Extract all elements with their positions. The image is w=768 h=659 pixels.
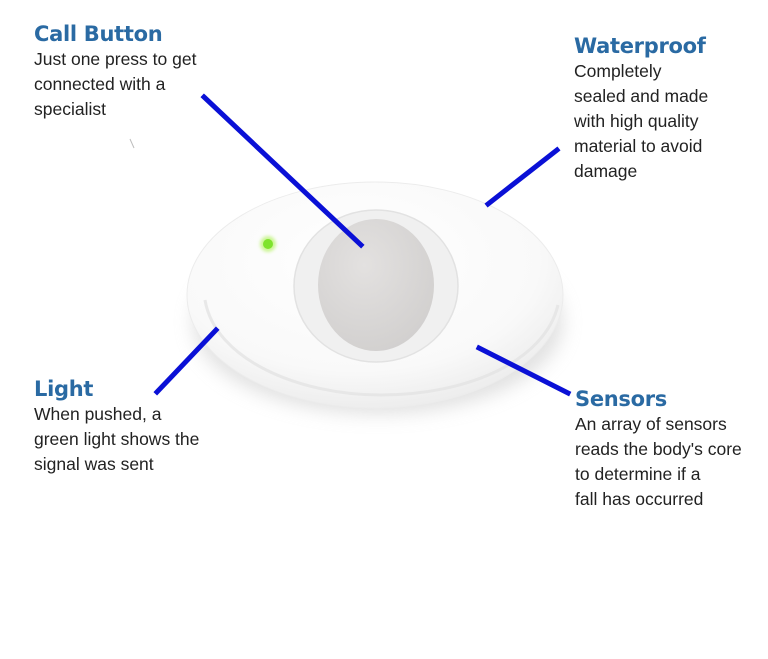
callout-text-line: sealed and made xyxy=(574,86,709,106)
callout-title-light: Light xyxy=(34,377,94,401)
device-bevel xyxy=(203,299,560,397)
callout-text-line: Just one press to get xyxy=(34,49,197,69)
callout-text-line: specialist xyxy=(34,99,106,119)
callout-title-waterproof: Waterproof xyxy=(574,34,706,58)
leader-lines xyxy=(153,93,572,397)
callout-text-line: damage xyxy=(574,161,638,181)
pendant-device xyxy=(129,138,564,414)
callout-waterproof: Waterproof Completely sealed and made wi… xyxy=(574,33,708,184)
callout-text-line: Completely xyxy=(574,61,662,81)
callout-text-line: reads the body's core xyxy=(575,439,742,459)
leader-line-waterproof xyxy=(484,146,561,208)
callout-text-line: When pushed, a xyxy=(34,404,162,424)
callout-text-line: material to avoid xyxy=(574,136,703,156)
callout-title-call-button: Call Button xyxy=(34,22,163,46)
callout-light: Light When pushed, a green light shows t… xyxy=(34,376,199,477)
callout-text-line: An array of sensors xyxy=(575,414,727,434)
stray-mark xyxy=(129,138,135,149)
callout-text-line: fall has occurred xyxy=(575,489,704,509)
callout-text-line: green light shows the xyxy=(34,429,200,449)
callout-call-button: Call Button Just one press to get connec… xyxy=(34,21,196,122)
callout-title-sensors: Sensors xyxy=(575,387,668,411)
callout-text-line: connected with a xyxy=(34,74,166,94)
indicator-light xyxy=(263,239,273,249)
call-button-face xyxy=(318,219,434,351)
leader-line-light xyxy=(153,326,220,396)
leader-line-call-button xyxy=(200,93,365,249)
callout-text-line: with high quality xyxy=(574,111,699,131)
callout-text-line: to determine if a xyxy=(575,464,701,484)
callout-text-line: signal was sent xyxy=(34,454,154,474)
callout-sensors: Sensors An array of sensors reads the bo… xyxy=(575,386,742,512)
leader-line-sensors xyxy=(475,344,572,397)
